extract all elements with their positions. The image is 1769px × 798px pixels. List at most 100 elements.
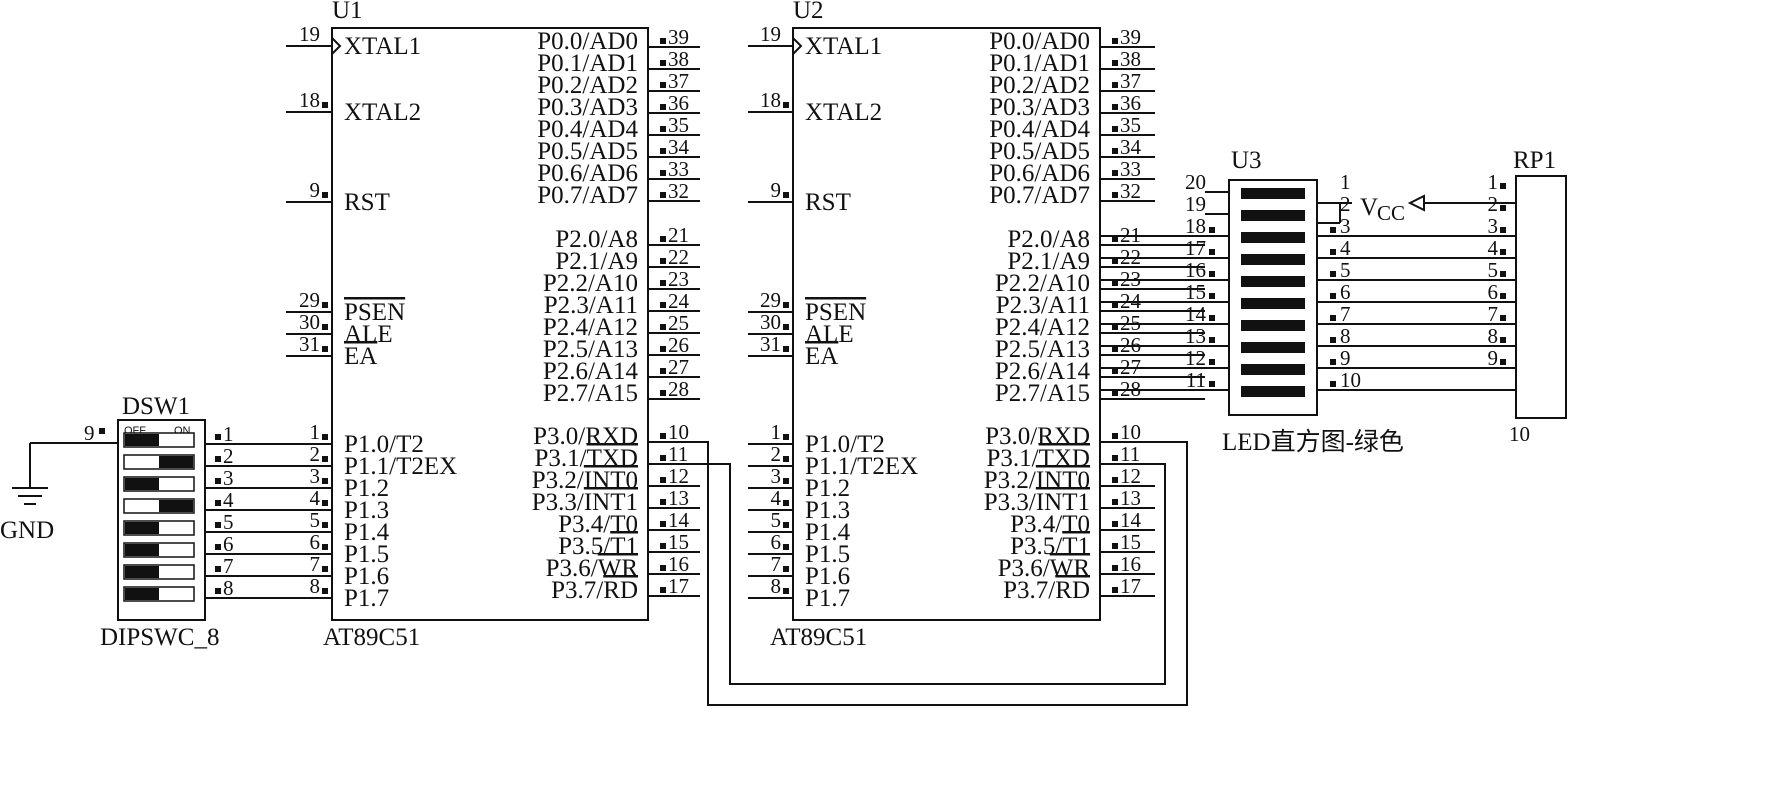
u1-pin-4-marker xyxy=(322,500,328,506)
u3-left-pin-18-marker xyxy=(1209,227,1215,233)
u3-left-pin-19: 19 xyxy=(1185,192,1206,216)
u3-left-pin-16-marker xyxy=(1209,271,1215,277)
u1-pin-39-number: 39 xyxy=(668,25,689,49)
u1-pin-24-name: P2.3/A11 xyxy=(544,292,638,319)
u1-pin-23-marker xyxy=(660,280,666,286)
u1-pin-18-number: 18 xyxy=(299,88,320,112)
u2-pin-39-name: P0.0/AD0 xyxy=(989,28,1090,55)
u3-right-pin-7-marker xyxy=(1330,315,1336,321)
u2-pin-5-name: P1.4 xyxy=(805,519,851,546)
u3-led-bar-7 xyxy=(1241,320,1305,331)
dsw1-switch-6-knob xyxy=(125,544,159,556)
u2-pin-10-number: 10 xyxy=(1120,420,1141,444)
u2-pin-23-name: P2.2/A10 xyxy=(995,270,1090,297)
u3-right-pin-4: 4 xyxy=(1340,236,1351,260)
u3-right-pin-2: 2 xyxy=(1340,192,1351,216)
dsw1-part: DIPSWC_8 xyxy=(100,624,219,651)
u1-pin-18-marker xyxy=(322,102,328,108)
u1-pin-13-marker xyxy=(660,499,666,505)
dsw1-pin-3-marker xyxy=(215,478,221,484)
u2-pin-24-marker xyxy=(1112,302,1118,308)
u2-pin-11-number: 11 xyxy=(1120,442,1140,466)
u1-pin-24-number: 24 xyxy=(668,289,690,313)
u1-pin-31-marker xyxy=(322,346,328,352)
u3-right-pin-10: 10 xyxy=(1340,368,1361,392)
dsw1-switch-3-knob xyxy=(125,478,159,490)
u3-ref: U3 xyxy=(1231,147,1262,174)
u2-pin-12-marker xyxy=(1112,477,1118,483)
u3-left-pin-15-marker xyxy=(1209,293,1215,299)
u2-pin-10-name: P3.0/RXD xyxy=(985,423,1090,450)
u1-pin-2-marker xyxy=(322,456,328,462)
u2-pin-36-marker xyxy=(1112,104,1118,110)
u3-led-bar-10 xyxy=(1241,386,1305,397)
u1-part: AT89C51 xyxy=(323,624,420,651)
u2-pin-15-marker xyxy=(1112,543,1118,549)
u2-pin-15-name: P3.5/T1 xyxy=(1010,533,1090,560)
u1-pin-9-name: RST xyxy=(344,189,390,216)
u2-pin-18-number: 18 xyxy=(760,88,781,112)
u1-pin-7-marker xyxy=(322,566,328,572)
u3-left-pin-20: 20 xyxy=(1185,170,1206,194)
u1-pin-5-number: 5 xyxy=(310,508,321,532)
vcc-main: V xyxy=(1360,194,1378,221)
u1-pin-26-marker xyxy=(660,346,666,352)
dsw1-pin-7-number: 7 xyxy=(223,554,234,578)
u1-pin-10-number: 10 xyxy=(668,420,689,444)
u2-pin-4-name: P1.3 xyxy=(805,497,850,524)
u1-pin-14-marker xyxy=(660,521,666,527)
u2-pin-39-marker xyxy=(1112,38,1118,44)
dsw1-switch-4-knob xyxy=(159,500,193,512)
u1-pin-34-number: 34 xyxy=(668,135,690,159)
u1-pin-5-name: P1.4 xyxy=(344,519,390,546)
u1-pin-24-marker xyxy=(660,302,666,308)
u1-pin-8-number: 8 xyxy=(310,574,321,598)
vcc-sub: CC xyxy=(1377,201,1405,225)
u1-pin-14-number: 14 xyxy=(668,508,690,532)
u1-pin-32-name: P0.7/AD7 xyxy=(537,182,638,209)
rp1-pin-6-marker xyxy=(1500,293,1506,299)
dsw1-pin-3-number: 3 xyxy=(223,466,234,490)
u2-pin-37-marker xyxy=(1112,82,1118,88)
u1-pin-26-number: 26 xyxy=(668,333,689,357)
u3-led-bar-8 xyxy=(1241,342,1305,353)
u3-led-bar-6 xyxy=(1241,298,1305,309)
u3-right-pin-8: 8 xyxy=(1340,324,1351,348)
u1-pin-11-name: P3.1/TXD xyxy=(535,445,639,472)
u1-pin-29-marker xyxy=(322,302,328,308)
u3-right-pin-4-marker xyxy=(1330,249,1336,255)
u1-pin-28-name: P2.7/A15 xyxy=(543,380,638,407)
u2-ref: U2 xyxy=(793,0,824,24)
u2-pin-24-name: P2.3/A11 xyxy=(996,292,1090,319)
u1-pin-1-name: P1.0/T2 xyxy=(344,431,424,458)
u2-pin-18-name: XTAL2 xyxy=(805,99,882,126)
u2-pin-4-number: 4 xyxy=(771,486,782,510)
u2-pin-19-number: 19 xyxy=(760,22,781,46)
u2-pin-30-name: ALE xyxy=(805,321,854,348)
u2-pin-1-marker xyxy=(783,434,789,440)
u2-pin-18-marker xyxy=(783,102,789,108)
dsw1-pin-8-marker xyxy=(215,588,221,594)
u1-pin-4-number: 4 xyxy=(310,486,321,510)
rp1-pin-5-number: 5 xyxy=(1488,258,1499,282)
u2-pin-25-name: P2.4/A12 xyxy=(995,314,1090,341)
u2-pin-33-marker xyxy=(1112,170,1118,176)
u2-pin-34-name: P0.5/AD5 xyxy=(989,138,1090,165)
u1-pin-13-name: P3.3/INT1 xyxy=(532,489,638,516)
u1-clock-mark xyxy=(331,37,342,55)
u1-pin-11-marker xyxy=(660,455,666,461)
u1-body xyxy=(331,27,649,621)
u1-pin-18-name: XTAL2 xyxy=(344,99,421,126)
u1-pin-38-name: P0.1/AD1 xyxy=(537,50,638,77)
u1-pin-22-number: 22 xyxy=(668,245,689,269)
u3-left-pin-14-marker xyxy=(1209,315,1215,321)
dsw1-common-pin: 9 xyxy=(84,421,95,445)
dsw1-pin-4-marker xyxy=(215,500,221,506)
u2-pin-25-marker xyxy=(1112,324,1118,330)
u3-right-pin-9: 9 xyxy=(1340,346,1351,370)
u1-pin-12-number: 12 xyxy=(668,464,689,488)
u3-right-pin-6: 6 xyxy=(1340,280,1351,304)
u2-pin-4-marker xyxy=(783,500,789,506)
u1-pin-39-marker xyxy=(660,38,666,44)
u1-pin-35-name: P0.4/AD4 xyxy=(537,116,638,143)
